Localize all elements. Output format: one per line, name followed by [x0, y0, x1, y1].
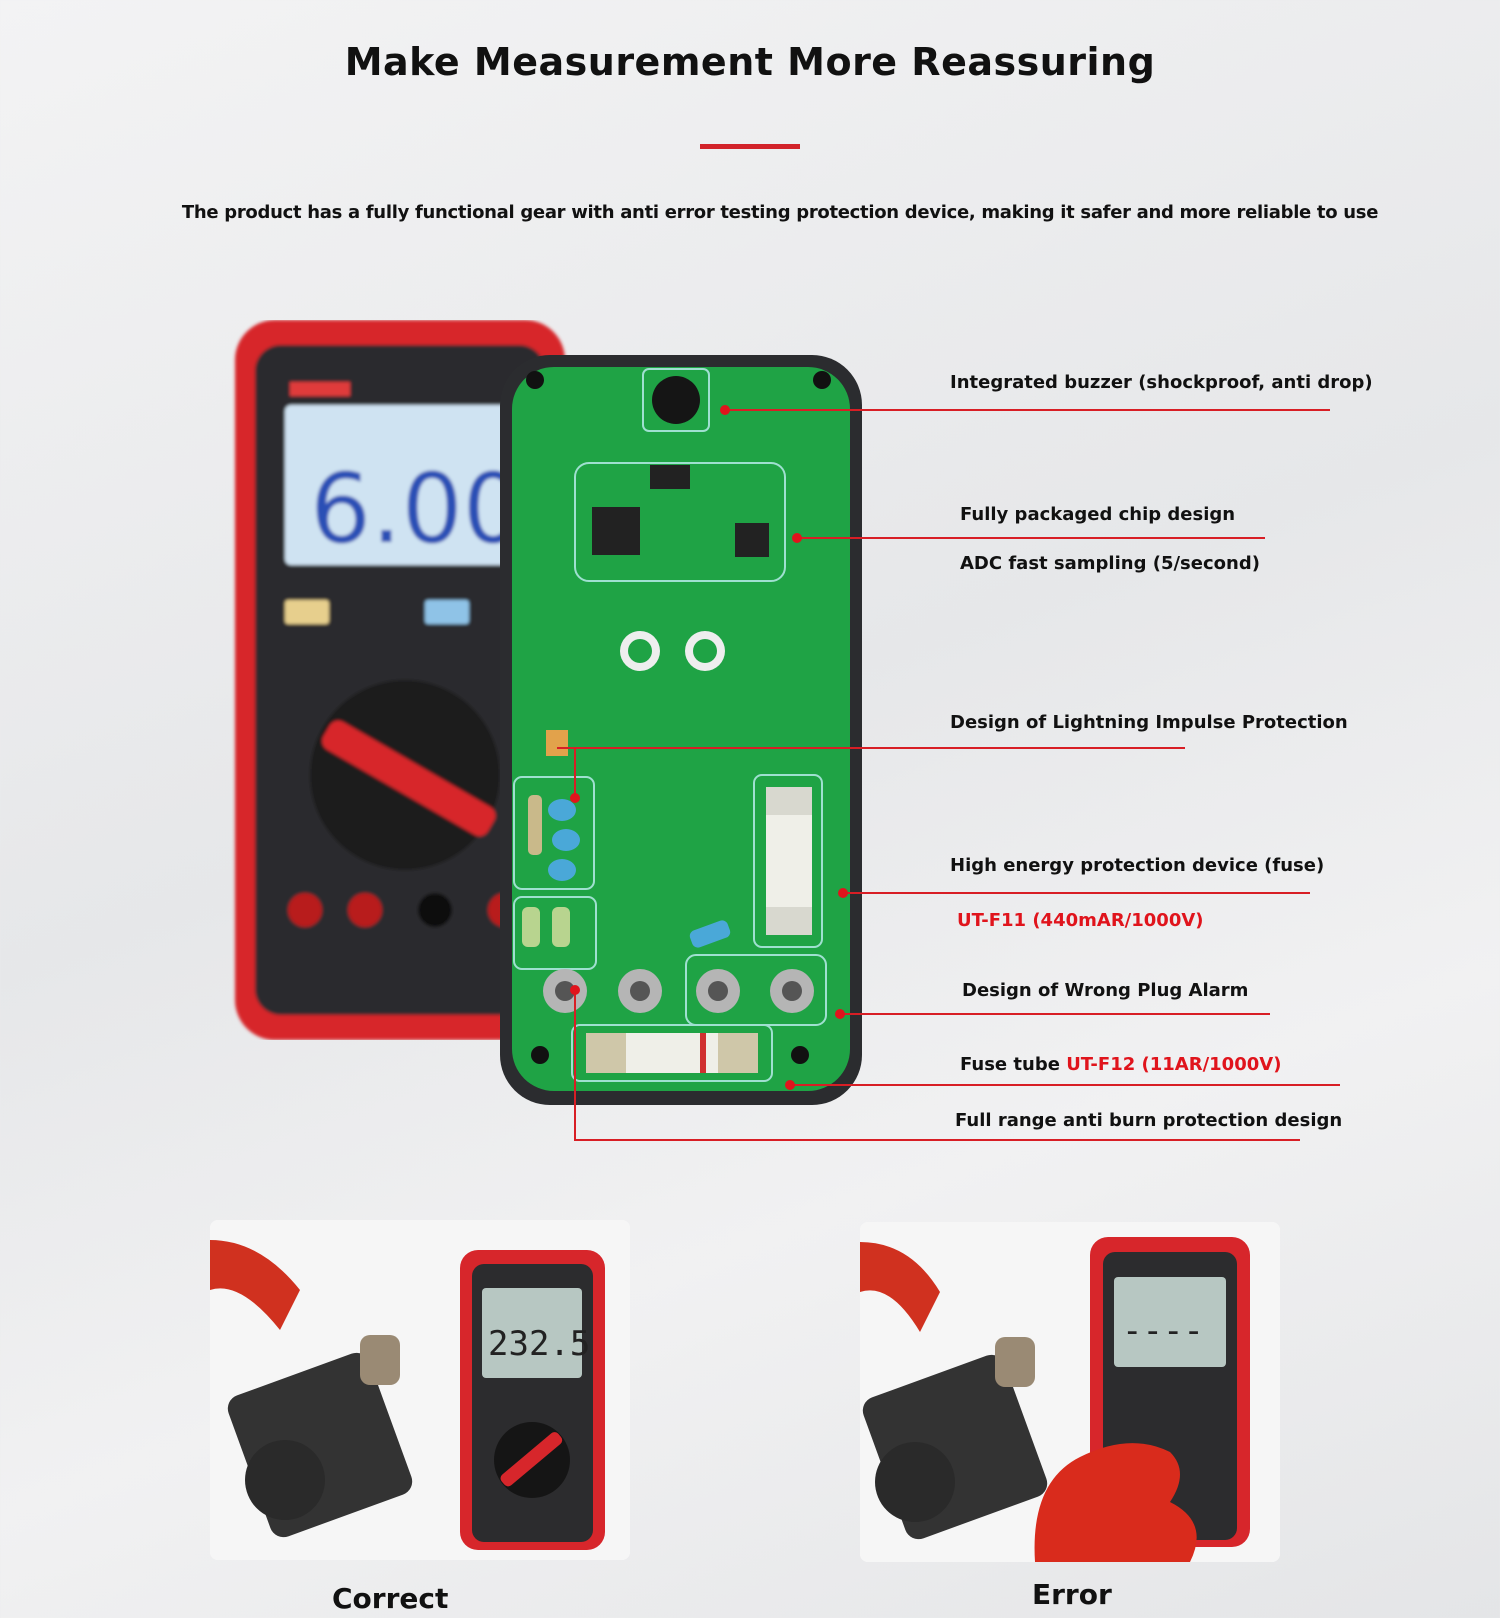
- annotation-anti-burn: Full range anti burn protection design: [955, 1110, 1343, 1131]
- pcb-illustration: [500, 355, 862, 1105]
- error-reading-text: ----: [1122, 1311, 1204, 1351]
- correct-example-photo: 232.5: [210, 1220, 630, 1560]
- annotation-wrong-plug: Design of Wrong Plug Alarm: [962, 980, 1249, 1001]
- page-title: Make Measurement More Reassuring: [344, 40, 1156, 84]
- title-divider: [700, 144, 800, 149]
- fuse-tube-label: Fuse tube: [960, 1054, 1067, 1075]
- fuse-tube-model: UT-F12 (11AR/1000V): [1066, 1054, 1282, 1075]
- annotation-fuse-tube: Fuse tube UT-F12 (11AR/1000V): [960, 1054, 1281, 1075]
- error-example-photo: ----: [860, 1222, 1280, 1562]
- error-caption: Error: [1032, 1578, 1112, 1611]
- annotation-lightning: Design of Lightning Impulse Protection: [950, 712, 1348, 733]
- callout-lines: [557, 405, 1340, 1141]
- page-subtitle: The product has a fully functional gear …: [181, 202, 1379, 223]
- annotation-adc: ADC fast sampling (5/second): [960, 553, 1260, 574]
- annotation-fuse-device: High energy protection device (fuse): [950, 855, 1325, 876]
- annotation-chip: Fully packaged chip design: [960, 504, 1236, 525]
- annotation-buzzer: Integrated buzzer (shockproof, anti drop…: [950, 372, 1373, 393]
- annotation-fuse-model-f11: UT-F11 (440mAR/1000V): [957, 910, 1204, 931]
- correct-caption: Correct: [332, 1582, 449, 1615]
- correct-reading-text: 232.5: [488, 1324, 590, 1364]
